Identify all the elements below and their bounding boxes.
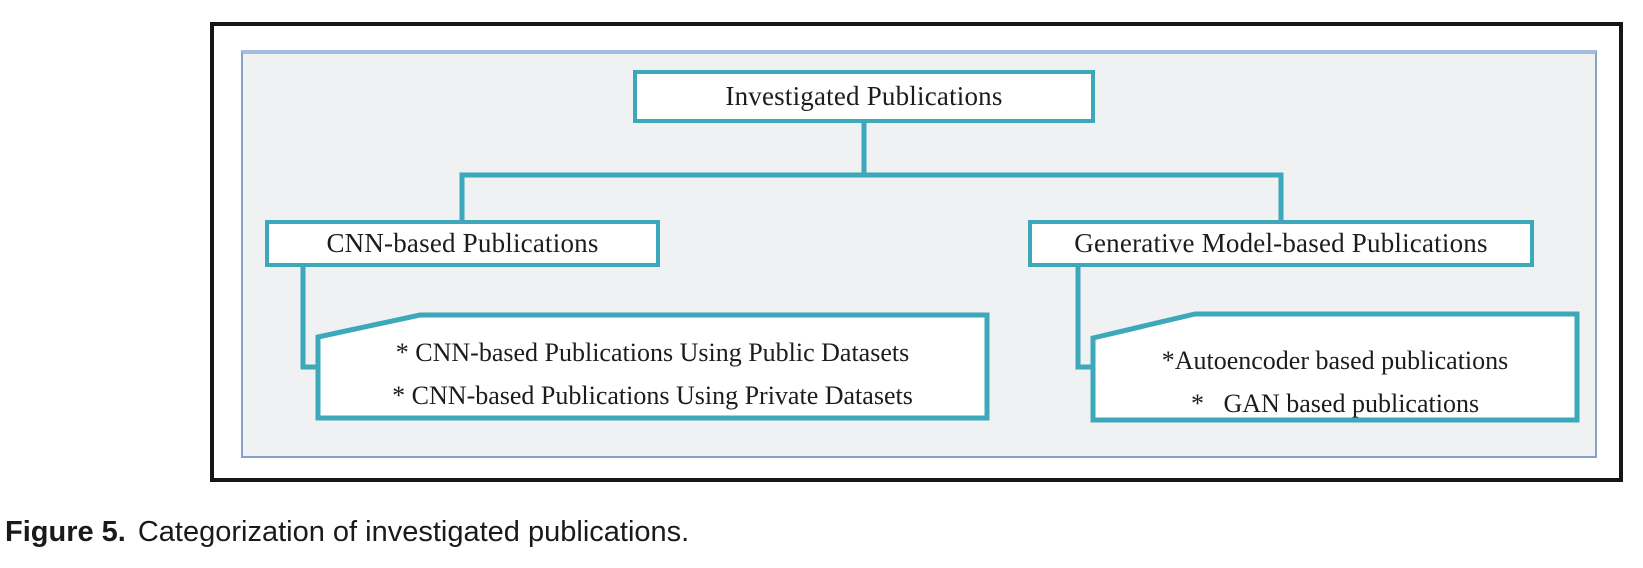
leaf-callout-right <box>1090 311 1580 423</box>
figure-caption: Figure 5. Categorization of investigated … <box>5 516 689 549</box>
leaf-items-cnn: * CNN-based Publications Using Public Da… <box>330 331 975 417</box>
node-root-label: Investigated Publications <box>725 81 1003 111</box>
figure-caption-number: Figure 5. <box>5 516 126 548</box>
leaf-callout-left <box>315 312 990 421</box>
node-cnn-based-publications: CNN-based Publications <box>265 220 660 267</box>
node-left-label: CNN-based Publications <box>326 228 599 258</box>
connector-bracket <box>459 172 1284 220</box>
leaf-item-autoencoder: *Autoencoder based publications <box>1161 346 1509 375</box>
leaf-item-public-datasets: * CNN-based Publications Using Public Da… <box>395 338 910 367</box>
figure-caption-text: Categorization of investigated publicati… <box>137 516 690 548</box>
node-investigated-publications: Investigated Publications <box>633 70 1095 123</box>
leaf-item-gan: * GAN based publications <box>1190 389 1480 418</box>
connector-left-elbow <box>300 266 321 370</box>
connector-right-elbow <box>1075 266 1096 370</box>
leaf-items-generative: *Autoencoder based publications * GAN ba… <box>1105 339 1565 425</box>
node-right-label: Generative Model-based Publications <box>1074 228 1488 258</box>
node-generative-model-based-publications: Generative Model-based Publications <box>1028 220 1534 267</box>
leaf-item-private-datasets: * CNN-based Publications Using Private D… <box>392 381 913 410</box>
